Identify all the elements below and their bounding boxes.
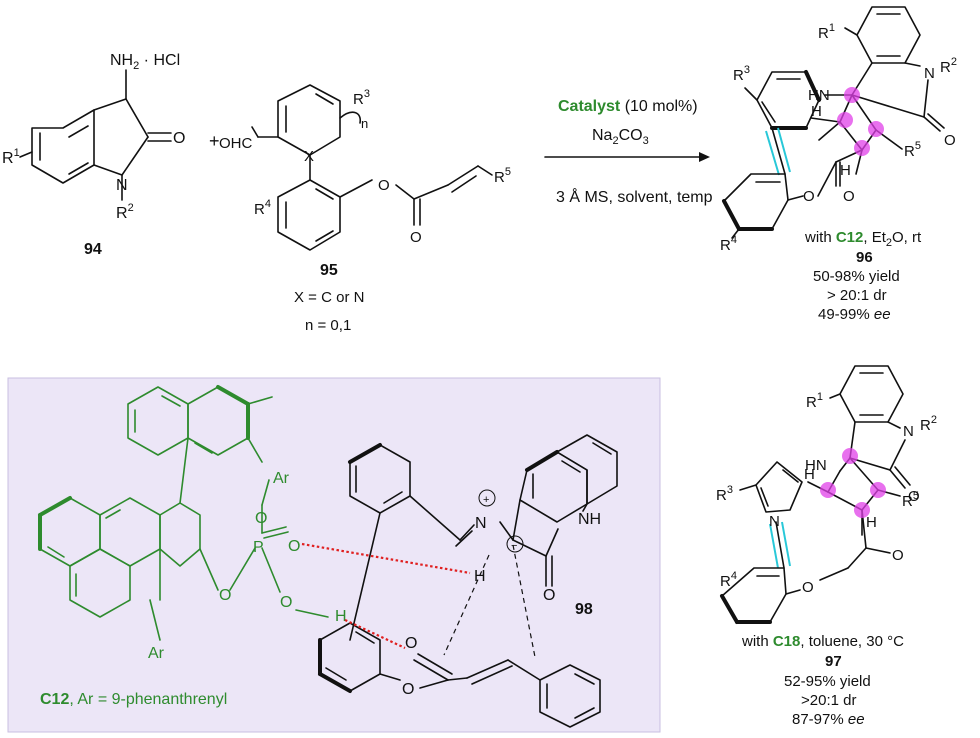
x-label: X (304, 148, 314, 165)
stereocenter-4 (844, 87, 860, 103)
o-label-97b: O (892, 547, 904, 564)
catalyst-label: Catalyst (10 mol%) (558, 98, 698, 115)
h-label-96a: H (811, 103, 822, 120)
r4-label-96: R4 (720, 234, 737, 254)
compound-94: NH2 · HCl O N R1 R2 94 (2, 52, 185, 258)
ee-96: 49-99% ee (818, 306, 891, 323)
o-label-96b: O (843, 188, 855, 205)
r1-label-96: R1 (818, 22, 835, 42)
o-label-96c: O (803, 188, 815, 205)
ar-label-top: Ar (273, 470, 290, 487)
compound-94-id: 94 (84, 241, 102, 258)
conditions-97: with C18, toluene, 30 °C (741, 633, 904, 650)
base-label: Na2CO3 (592, 127, 649, 147)
compound-95: OHC X n R3 R4 O O R5 95 X = C or N n = 0… (219, 84, 511, 334)
conditions-96: with C12, Et2O, rt (804, 229, 922, 249)
catalyst-caption: C12, Ar = 9-phenanthrenyl (40, 691, 227, 708)
transition-state-panel (7, 377, 661, 733)
r5-label-97: R5 (902, 490, 919, 510)
nh-label-ts: NH (578, 511, 601, 528)
hn-label-96: HN (808, 87, 830, 104)
solvent-label: 3 Å MS, solvent, temp (556, 187, 713, 206)
x-definition: X = C or N (294, 289, 364, 306)
stereocenter-3 (854, 140, 870, 156)
h-label-ts: H (474, 568, 486, 585)
o-label-96a: O (944, 132, 956, 149)
n-label-97a: N (903, 423, 914, 440)
transition-state-98: Ar O O P O O H Ar C12, Ar = 9-phenanthre… (38, 385, 618, 728)
yield-96: 50-98% yield (813, 268, 900, 285)
r2-label: R2 (116, 202, 134, 222)
h-label-97a: H (804, 466, 815, 483)
reaction-conditions: Catalyst (10 mol%) Na2CO3 3 Å MS, solven… (544, 98, 713, 206)
ar-label-bottom: Ar (148, 645, 165, 662)
o-label-c12a: O (255, 510, 267, 527)
n-label-96: N (924, 65, 935, 82)
compound-95-id: 95 (320, 262, 338, 279)
o-label-c12d: O (280, 594, 292, 611)
r1-label-97: R1 (806, 391, 823, 411)
plus-sign: + (209, 131, 220, 151)
h-label-c12: H (335, 608, 347, 625)
plus-charge: + (483, 494, 489, 506)
minus-charge: − (511, 540, 517, 552)
product-97: R1 N R2 O HN H H R5 O O N R3 R4 with C18… (716, 365, 937, 728)
r5-label-96: R5 (904, 140, 921, 160)
o-label: O (173, 130, 185, 147)
r1-label: R1 (2, 147, 20, 167)
ee-97: 87-97% ee (792, 711, 865, 728)
n-label-97b: N (769, 513, 780, 530)
stereocenter-2 (868, 121, 884, 137)
r2-label-96: R2 (940, 56, 957, 76)
r4-label-97: R4 (720, 570, 737, 590)
nh2-label: NH2 · HCl (110, 52, 180, 72)
stereocenter-97-3 (870, 482, 886, 498)
product-96-id: 96 (856, 249, 873, 266)
n-definition: n = 0,1 (305, 317, 351, 334)
stereocenter-97-2 (820, 482, 836, 498)
ester-o-label: O (378, 177, 390, 194)
ts-98-id: 98 (575, 601, 593, 618)
n-label-ts: N (475, 515, 487, 532)
o-label-ts-b: O (405, 635, 417, 652)
n-label: N (116, 177, 128, 194)
o-label-ts-c: O (402, 681, 414, 698)
o-label-c12c: O (219, 587, 231, 604)
r5-label: R5 (494, 166, 511, 186)
stereocenter-97-1 (842, 448, 858, 464)
carbonyl-o-label: O (410, 229, 422, 246)
r4-label: R4 (254, 198, 271, 218)
r2-label-97: R2 (920, 414, 937, 434)
yield-97: 52-95% yield (784, 673, 871, 690)
minus-charge-circle (506, 535, 524, 553)
h-label-97b: H (866, 514, 877, 531)
r3-label-96: R3 (733, 64, 750, 84)
stereocenter-1 (837, 112, 853, 128)
hn-label-97: HN (805, 457, 827, 474)
o-label-97a: O (908, 488, 920, 505)
o-label-ts-a: O (543, 587, 555, 604)
stereocenter-97-4 (854, 502, 870, 518)
ohc-label: OHC (219, 135, 253, 152)
h-label-96b: H (840, 162, 851, 179)
o-label-97c: O (802, 579, 814, 596)
p-label: P (253, 539, 264, 556)
n-subscript: n (361, 116, 368, 131)
product-96: R1 N R2 O HN H H R5 O O R3 R4 with C12, … (720, 6, 957, 323)
product-97-id: 97 (825, 653, 842, 670)
dr-96: > 20:1 dr (827, 287, 887, 304)
dr-97: >20:1 dr (801, 692, 856, 709)
plus-charge-circle (478, 489, 496, 507)
r3-label-97: R3 (716, 484, 733, 504)
r3-label: R3 (353, 88, 370, 108)
o-label-c12b: O (288, 538, 300, 555)
